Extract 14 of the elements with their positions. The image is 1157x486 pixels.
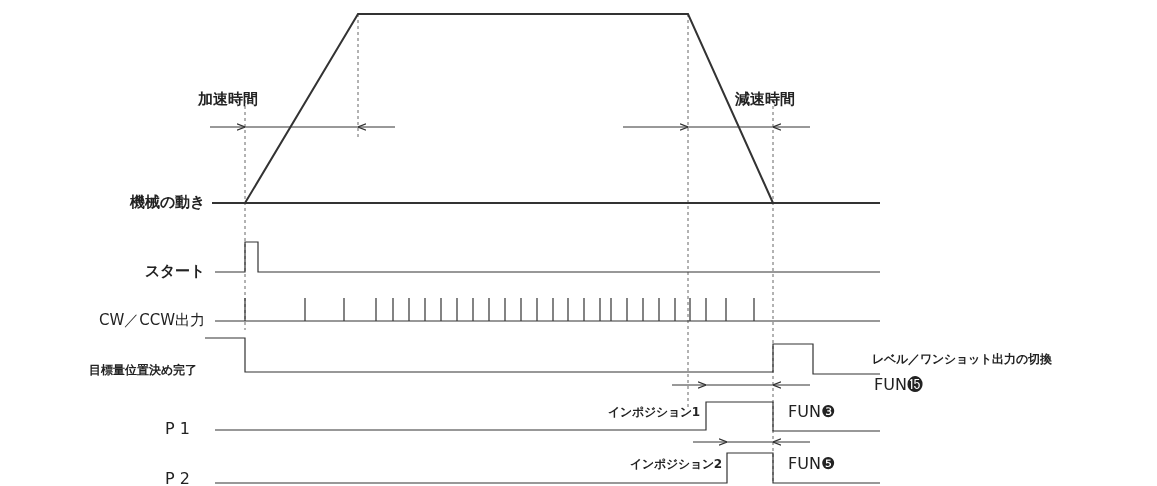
signal-label: 機械の動き [130, 194, 205, 210]
note-label: インポジション1 [607, 406, 700, 419]
signal-label: P 2 [165, 471, 190, 486]
note-label: レベル／ワンショット出力の切換 [872, 353, 1052, 366]
time-label: 加速時間 [198, 91, 258, 107]
time-label: 減速時間 [735, 91, 795, 107]
note-label: FUN❸ [788, 404, 836, 421]
note-label: インポジション2 [629, 458, 722, 471]
signal-label: 目標量位置決め完了 [89, 364, 197, 377]
note-label: FUN❺ [788, 456, 836, 473]
signal-label: スタート [145, 263, 205, 279]
note-label: FUN⓯ [874, 377, 923, 394]
signal-label: P 1 [165, 421, 190, 438]
signal-label: CW／CCW出力 [98, 312, 205, 328]
